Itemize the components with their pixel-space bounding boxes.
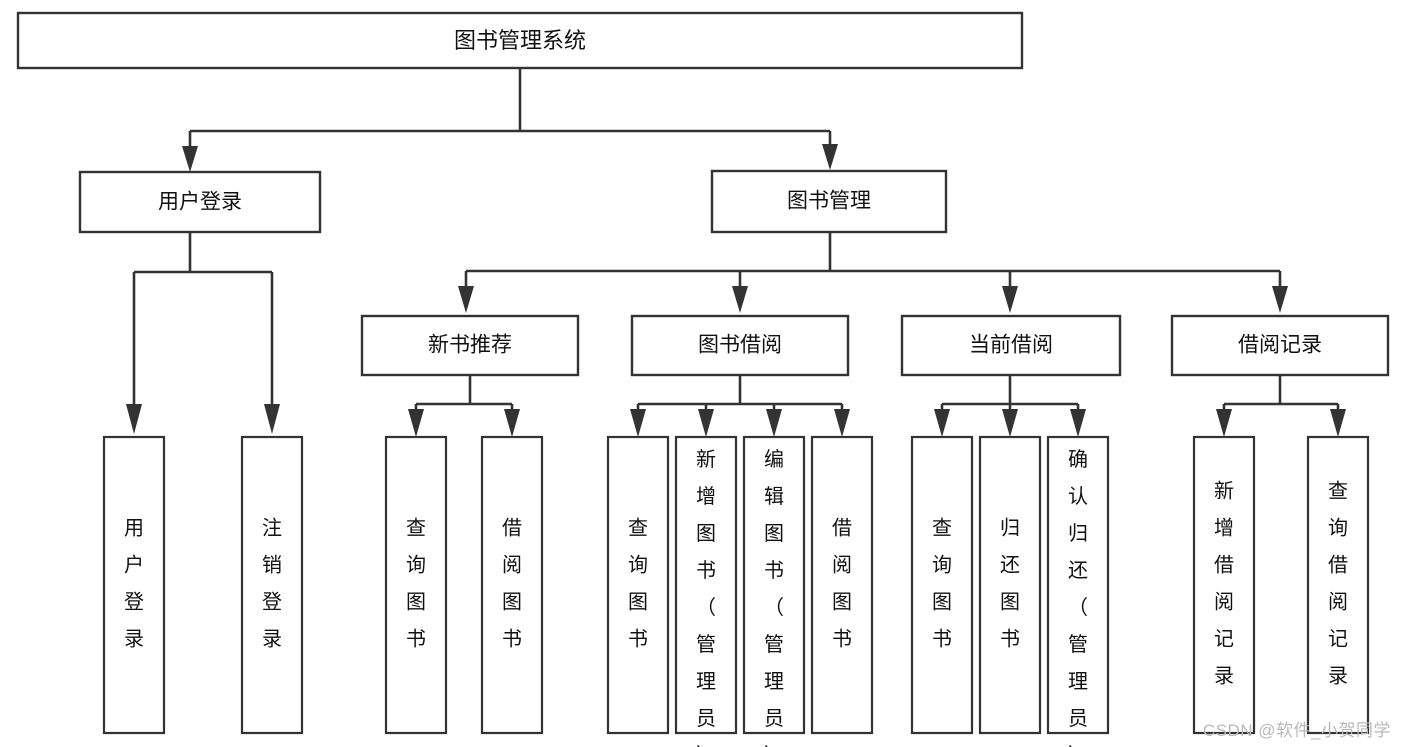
arrow-leaf-add-record <box>1216 409 1232 437</box>
node-current-borrow-label: 当前借阅 <box>969 334 1053 357</box>
node-leaf-return-book[interactable]: 归还图书 <box>978 435 1042 735</box>
node-leaf-query-book-1-box[interactable] <box>384 435 448 735</box>
node-leaf-logout-login-box[interactable] <box>240 435 304 735</box>
arrow-leaf-confirm-return <box>1070 409 1086 437</box>
node-leaf-query-book-3-label: 查询图书 <box>932 517 952 651</box>
node-leaf-user-login-label: 用户登录 <box>124 518 144 651</box>
node-leaf-query-record-box[interactable] <box>1306 435 1370 735</box>
node-leaf-return-book-label: 归还图书 <box>1000 517 1020 651</box>
node-book-management-label: 图书管理 <box>787 190 871 213</box>
arrow-book-borrow <box>732 286 748 313</box>
node-leaf-borrow-book-1-box[interactable] <box>480 435 544 735</box>
node-book-borrow-label: 图书借阅 <box>698 334 782 357</box>
node-book-management[interactable]: 图书管理 <box>710 169 948 234</box>
node-leaf-add-record-box[interactable] <box>1192 435 1256 735</box>
node-leaf-query-book-1-label: 查询图书 <box>406 517 426 651</box>
node-leaf-logout-login[interactable]: 注销登录 <box>240 435 304 735</box>
node-leaf-edit-book-box[interactable] <box>742 435 806 735</box>
node-leaf-borrow-book-2[interactable]: 借阅图书 <box>810 435 874 735</box>
node-leaf-query-record-label: 查询借阅记录 <box>1328 480 1348 688</box>
arrow-user-login <box>182 146 198 172</box>
node-user-login[interactable]: 用户登录 <box>78 170 322 234</box>
node-leaf-query-book-2[interactable]: 查询图书 <box>606 435 670 735</box>
connector-group <box>126 68 1346 437</box>
node-leaf-return-book-box[interactable] <box>978 435 1042 735</box>
node-leaf-add-record-label: 新增借阅记录 <box>1214 480 1234 688</box>
arrow-current-borrow <box>1002 286 1018 313</box>
node-leaf-user-login-box[interactable] <box>102 435 166 735</box>
node-leaf-borrow-book-1[interactable]: 借阅图书 <box>480 435 544 735</box>
arrow-borrow-record <box>1272 286 1288 313</box>
node-leaf-edit-book[interactable]: 编辑图书（管理员） <box>742 435 806 747</box>
arrow-book-management <box>822 144 838 170</box>
node-leaf-query-book-2-label: 查询图书 <box>628 517 648 651</box>
node-new-book-recommend-label: 新书推荐 <box>428 334 512 357</box>
node-leaf-user-login[interactable]: 用户登录 <box>102 435 166 735</box>
node-borrow-record[interactable]: 借阅记录 <box>1170 314 1390 377</box>
node-book-borrow[interactable]: 图书借阅 <box>630 314 850 377</box>
node-leaf-add-book-label: 新增图书（管理员） <box>696 448 716 747</box>
node-user-login-label: 用户登录 <box>158 191 242 214</box>
arrow-leaf-add-book <box>698 409 714 437</box>
node-book-borrow-box[interactable] <box>630 314 850 377</box>
csdn-watermark: CSDN @软件_小贺同学 <box>1202 721 1391 740</box>
arrow-leaf-edit-book <box>766 409 782 437</box>
node-leaf-query-book-1[interactable]: 查询图书 <box>384 435 448 735</box>
arrow-leaf-return-book <box>1002 409 1018 437</box>
node-leaf-query-book-2-box[interactable] <box>606 435 670 735</box>
node-root[interactable]: 图书管理系统 <box>16 11 1024 70</box>
node-leaf-edit-book-label: 编辑图书（管理员） <box>764 448 784 747</box>
node-leaf-query-book-3[interactable]: 查询图书 <box>910 435 974 735</box>
node-borrow-record-box[interactable] <box>1170 314 1390 377</box>
arrow-leaf-borrow-book-1 <box>504 409 520 437</box>
arrow-new-book-recommend <box>458 286 474 313</box>
node-new-book-recommend[interactable]: 新书推荐 <box>360 314 580 377</box>
node-current-borrow-box[interactable] <box>900 314 1122 377</box>
node-new-book-recommend-box[interactable] <box>360 314 580 377</box>
node-leaf-query-book-3-box[interactable] <box>910 435 974 735</box>
node-leaf-confirm-return-box[interactable] <box>1046 435 1110 735</box>
node-leaf-confirm-return-label: 确认归还（管理员） <box>1068 448 1088 747</box>
arrow-leaf-borrow-book-2 <box>834 409 850 437</box>
arrow-leaf-query-book-3 <box>934 409 950 437</box>
node-leaf-add-book-box[interactable] <box>674 435 738 735</box>
node-leaf-borrow-book-1-label: 借阅图书 <box>502 517 522 651</box>
arrow-leaf-user-login <box>126 404 142 434</box>
node-book-management-box[interactable] <box>710 169 948 234</box>
node-root-box[interactable] <box>16 11 1024 70</box>
node-leaf-query-record[interactable]: 查询借阅记录 <box>1306 435 1370 735</box>
arrow-leaf-query-book-1 <box>408 409 424 437</box>
arrow-leaf-query-book-2 <box>630 409 646 437</box>
node-leaf-borrow-book-2-label: 借阅图书 <box>832 517 852 651</box>
node-leaf-confirm-return[interactable]: 确认归还（管理员） <box>1046 435 1110 747</box>
node-leaf-add-record[interactable]: 新增借阅记录 <box>1192 435 1256 735</box>
leaf-node-layer: 用户登录 注销登录 查询图书 借阅图书 查询图书 新增图书（管理员） 编辑图书（管理员） 借阅… <box>102 435 1370 747</box>
arrow-leaf-query-record <box>1330 409 1346 437</box>
arrow-leaf-logout-login <box>264 404 280 434</box>
node-leaf-borrow-book-2-box[interactable] <box>810 435 874 735</box>
node-current-borrow[interactable]: 当前借阅 <box>900 314 1122 377</box>
node-leaf-logout-login-label: 注销登录 <box>262 517 282 651</box>
node-borrow-record-label: 借阅记录 <box>1238 334 1322 357</box>
node-user-login-box[interactable] <box>78 170 322 234</box>
node-root-label: 图书管理系统 <box>454 28 586 53</box>
node-leaf-add-book[interactable]: 新增图书（管理员） <box>674 435 738 747</box>
